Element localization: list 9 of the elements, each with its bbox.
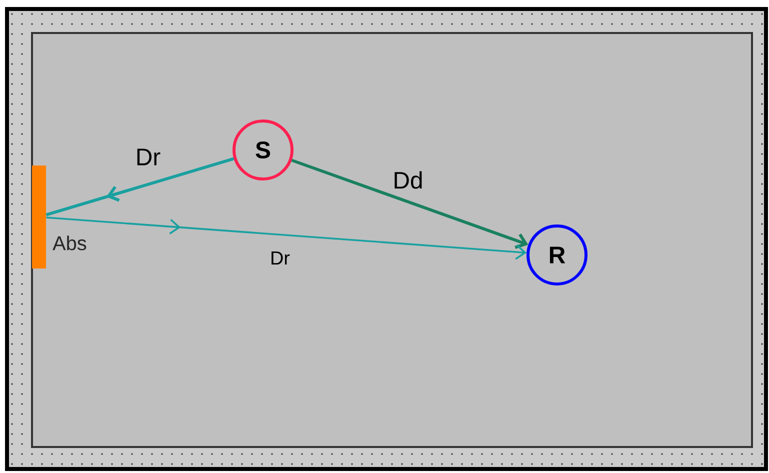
edge-label: Dr	[272, 252, 290, 264]
edge-label: Dd	[394, 171, 422, 189]
edge-label: Dr	[137, 148, 160, 166]
circle-node: S	[232, 120, 294, 180]
absorber-bar	[32, 166, 46, 268]
arrow	[46, 216, 527, 260]
bar-label: Abs	[52, 236, 86, 250]
circle-node: R	[526, 224, 588, 286]
arrow	[291, 158, 528, 249]
